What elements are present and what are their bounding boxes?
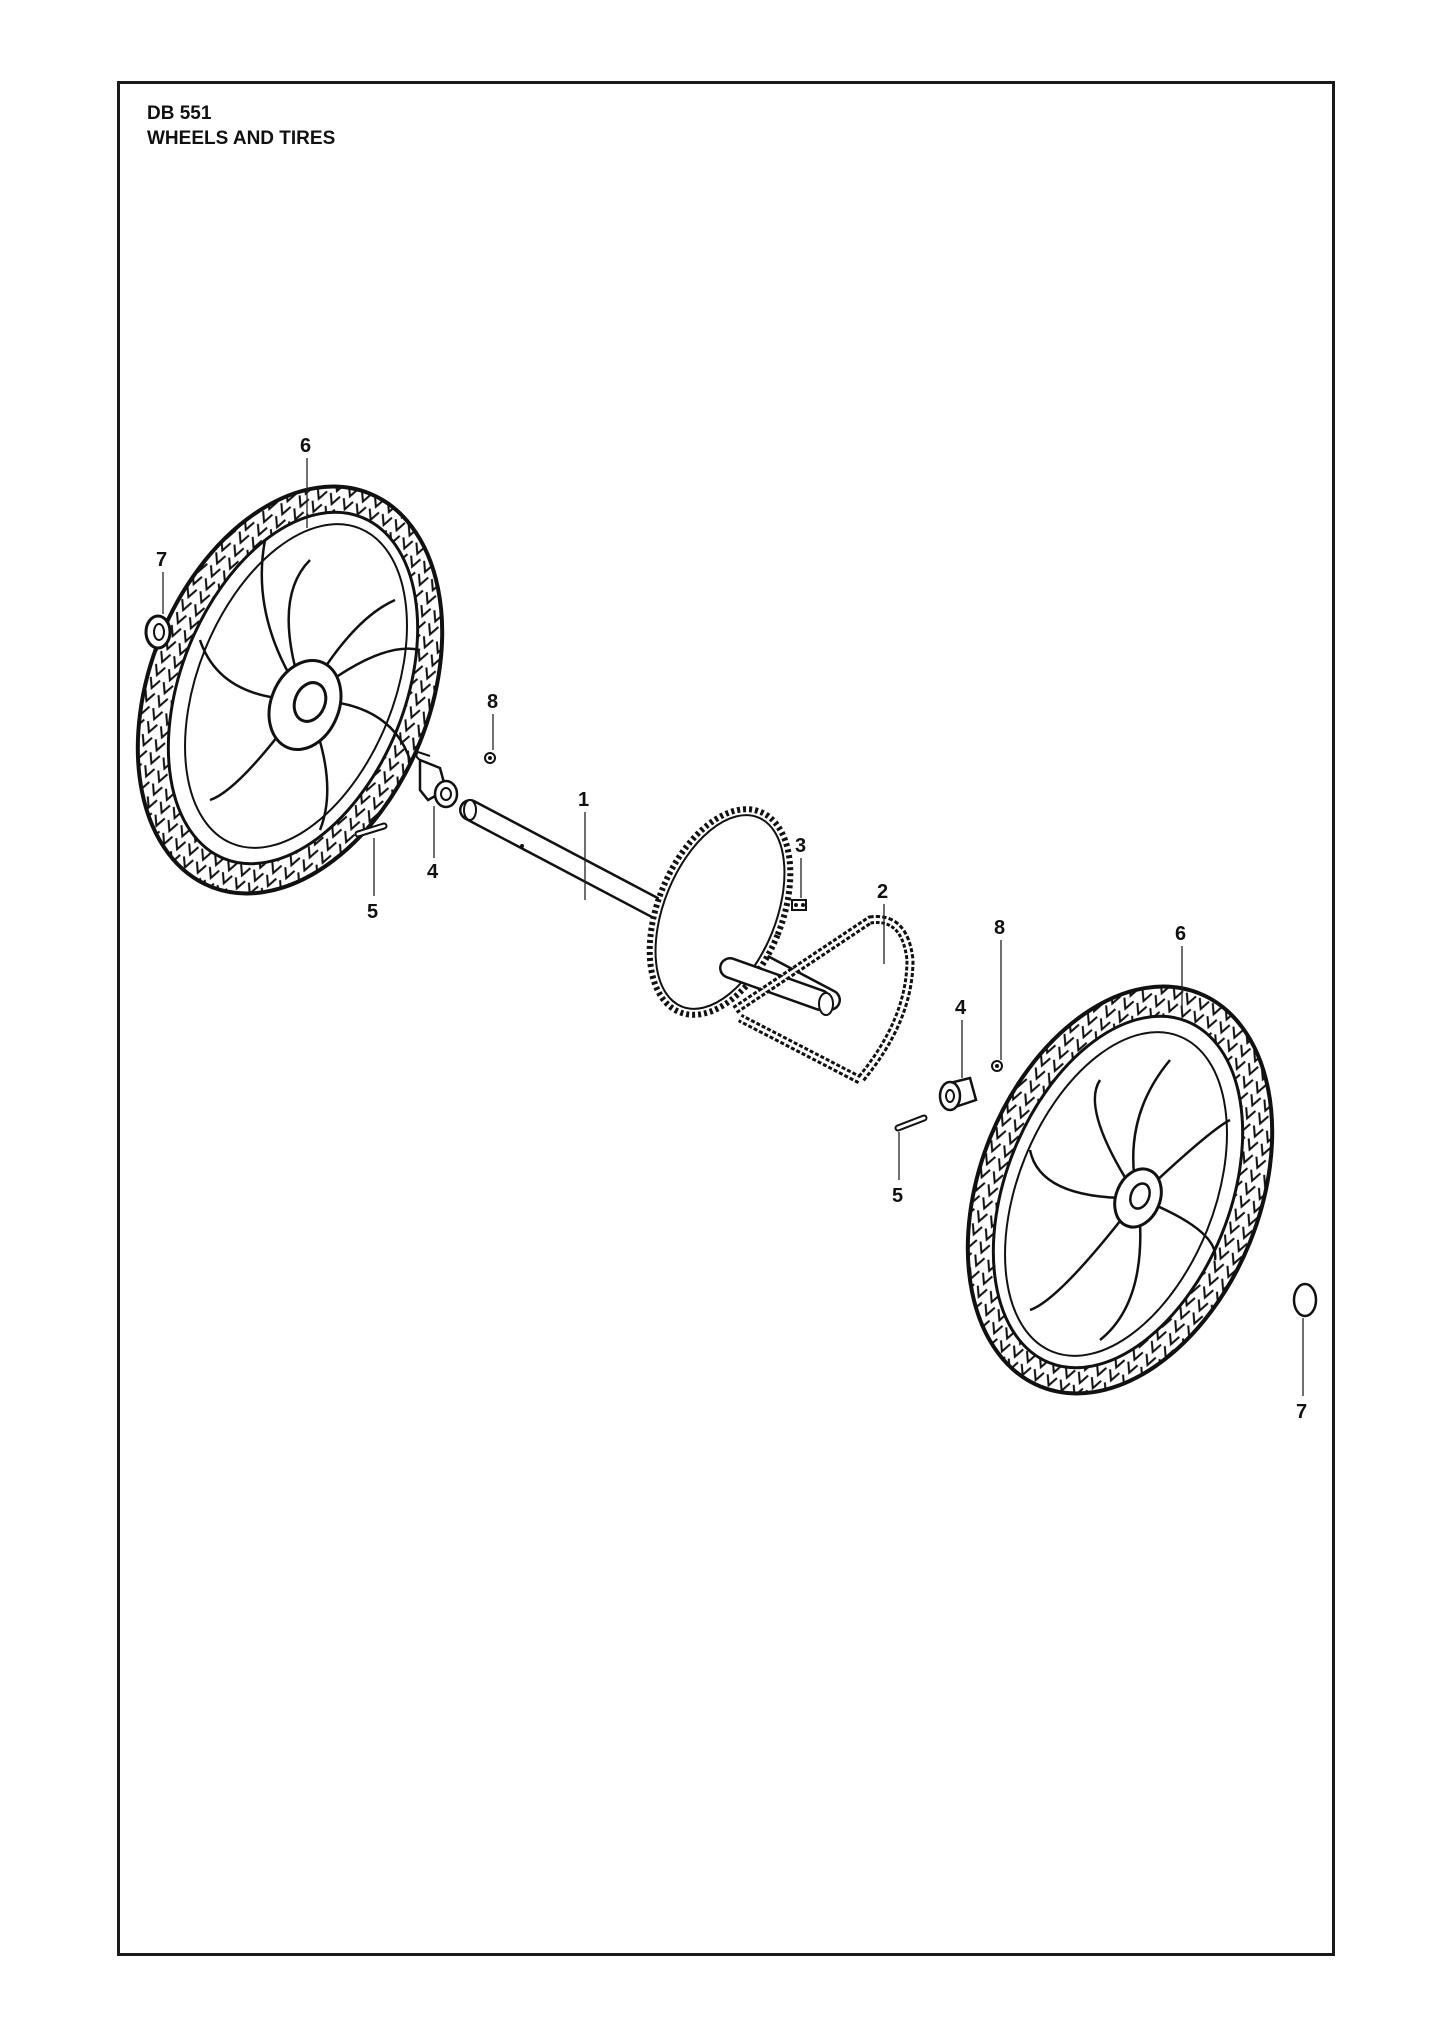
callout-6-left: 6	[300, 435, 311, 457]
callout-4-left: 4	[427, 861, 439, 883]
callout-3: 3	[795, 835, 806, 857]
left-hub-adapter	[415, 750, 459, 809]
master-link	[791, 899, 807, 911]
callout-6-right: 6	[1175, 923, 1186, 945]
callout-8-right: 8	[994, 917, 1005, 939]
callout-5-right: 5	[892, 1185, 903, 1207]
callout-2: 2	[877, 881, 888, 903]
left-nut	[484, 752, 496, 764]
sprocket	[646, 806, 834, 1018]
right-washer	[1292, 1282, 1318, 1318]
callout-4-right: 4	[955, 997, 967, 1019]
callout-5-left: 5	[367, 901, 378, 923]
callout-8-left: 8	[487, 691, 498, 713]
callout-labels: 6 7 8 1 4 5 3 2 8 6 4 5 7	[156, 435, 1307, 1423]
right-hub-adapter	[938, 1076, 978, 1112]
axle-shaft	[459, 799, 841, 1011]
section-title: WHEELS AND TIRES	[147, 128, 336, 149]
left-wheel	[135, 484, 445, 896]
callout-7-right: 7	[1296, 1401, 1307, 1423]
left-washer	[144, 614, 172, 650]
leader-lines	[162, 458, 1304, 1396]
left-pin	[354, 822, 388, 838]
callout-7-left: 7	[156, 549, 167, 571]
right-nut	[991, 1060, 1003, 1072]
drive-chain	[732, 915, 915, 1086]
callout-1: 1	[578, 789, 589, 811]
right-pin	[894, 1114, 928, 1132]
title-block: DB 551 WHEELS AND TIRES	[147, 101, 335, 151]
drawing-frame	[117, 81, 1335, 1956]
right-wheel	[965, 984, 1275, 1396]
model-title: DB 551	[147, 103, 212, 124]
